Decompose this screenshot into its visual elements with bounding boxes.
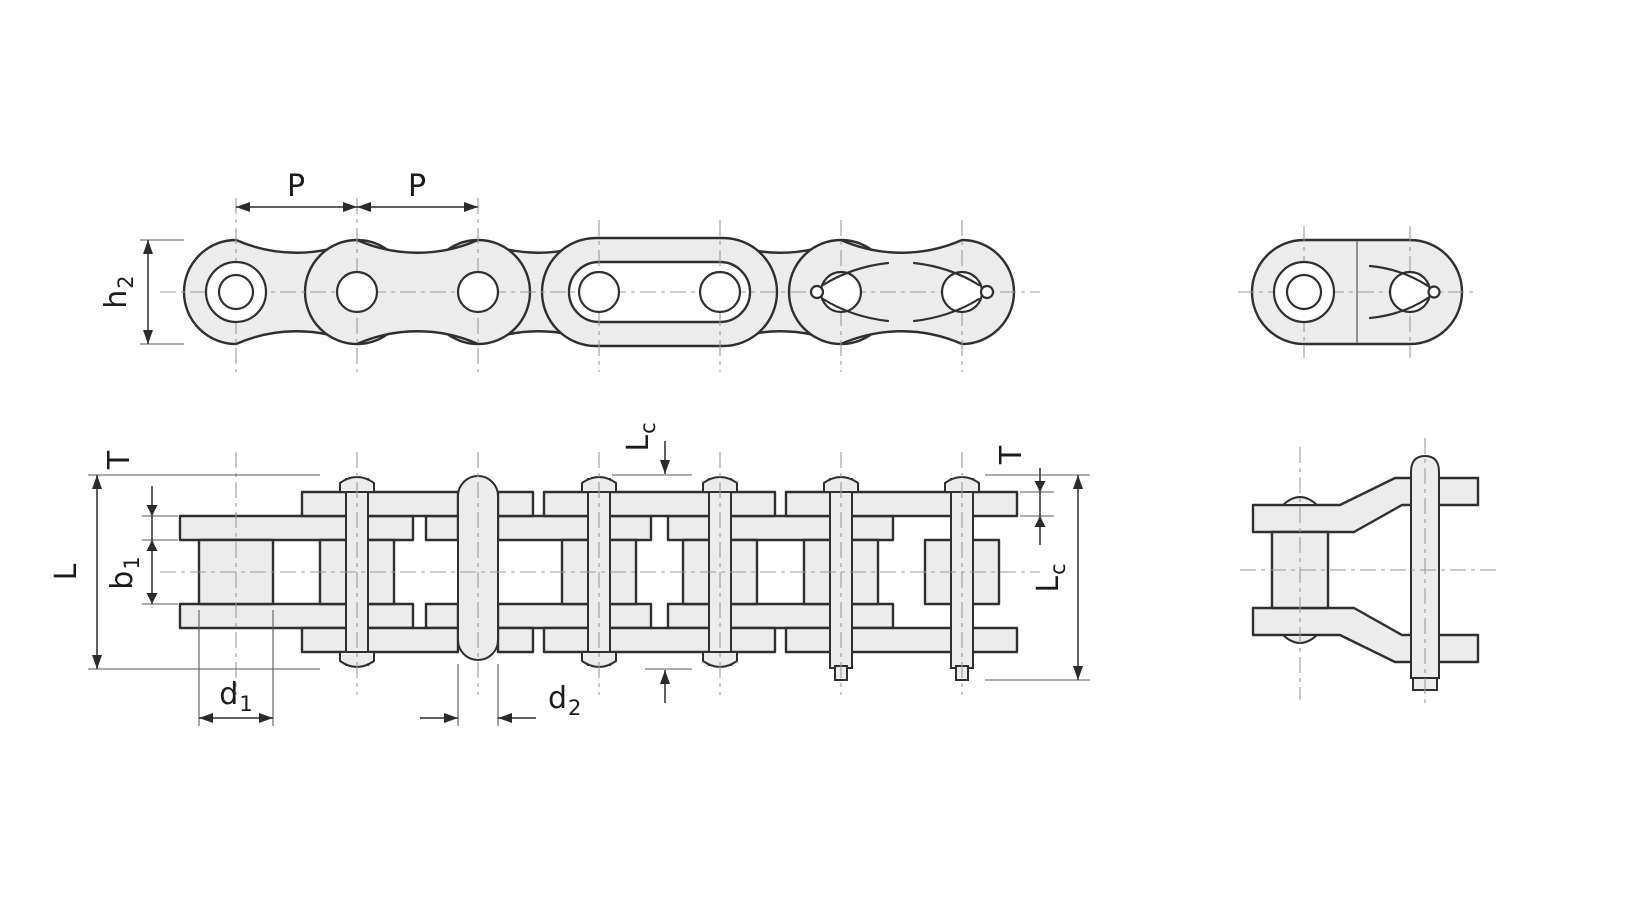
dim-label-roller-diameter: d1 (219, 677, 252, 716)
outer-plate-section (496, 626, 535, 654)
inner-plate-section (424, 514, 460, 542)
dim-label-cotter-length-right: Lc (1031, 563, 1070, 592)
dim-label-pitch-2: P (408, 169, 426, 204)
pin-hole (217, 273, 255, 311)
dim-label-pitch-1: P (287, 169, 305, 204)
inner-plate-section (178, 514, 415, 542)
dim-label-pin-diameter: d2 (548, 681, 581, 720)
cotter-pin-leg (821, 297, 890, 323)
inner-plate-section (178, 602, 415, 630)
pin-hole (698, 270, 742, 314)
connecting-pin (457, 475, 499, 661)
plan-view: P P h2 (99, 169, 1040, 372)
pin-head (702, 651, 738, 668)
pin-hole (335, 270, 379, 314)
arrowhead (146, 540, 158, 551)
pin-hole (456, 270, 500, 314)
inner-plate-section (496, 514, 653, 542)
pin-hole (1285, 273, 1323, 311)
cotter-pin-eye (809, 284, 825, 300)
dim-label-thickness-right: T (994, 445, 1029, 465)
arrowhead (146, 505, 158, 516)
connecting-link-view (1240, 438, 1500, 703)
cotter-pin-leg (912, 297, 981, 323)
section-view: L T b1 Lc T Lc d1 (49, 422, 1090, 726)
cotter-pin-leg (1368, 296, 1430, 320)
dim-label-inner-width: b1 (105, 556, 144, 589)
pin-hole (577, 270, 621, 314)
pin-head (339, 651, 375, 668)
dim-label-cotter-length-mid: Lc (621, 422, 660, 451)
inner-plate-section (666, 602, 895, 630)
arrowhead (1034, 481, 1046, 492)
pin-head (581, 651, 617, 668)
cotter-pin-leg (1368, 264, 1430, 288)
dim-label-thickness-left: T (102, 450, 137, 470)
pin-hole (819, 270, 863, 314)
cotter-pin-leg (912, 261, 981, 287)
end-view (1238, 226, 1478, 358)
outer-plate-section (496, 490, 535, 518)
cotter-pin-eye (1427, 285, 1441, 299)
outer-plate-section (784, 626, 1019, 654)
pin-hole (1388, 270, 1432, 314)
inner-plate-section (666, 514, 895, 542)
inner-plate-section (424, 602, 460, 630)
dim-label-pin-length: L (49, 563, 84, 580)
outer-plate-section (542, 626, 777, 654)
outer-plate-section (784, 490, 1019, 518)
arrowhead (1034, 516, 1046, 527)
outer-plate-section (300, 626, 460, 654)
pin-hole (940, 270, 984, 314)
inner-plate-section (496, 602, 653, 630)
outer-plate-section (542, 490, 777, 518)
cotter-pin-leg (821, 261, 890, 287)
dim-label-plate-height: h2 (99, 275, 138, 308)
cotter-pin-eye (979, 284, 995, 300)
outer-plate-section (300, 490, 460, 518)
arrowhead (146, 593, 158, 604)
